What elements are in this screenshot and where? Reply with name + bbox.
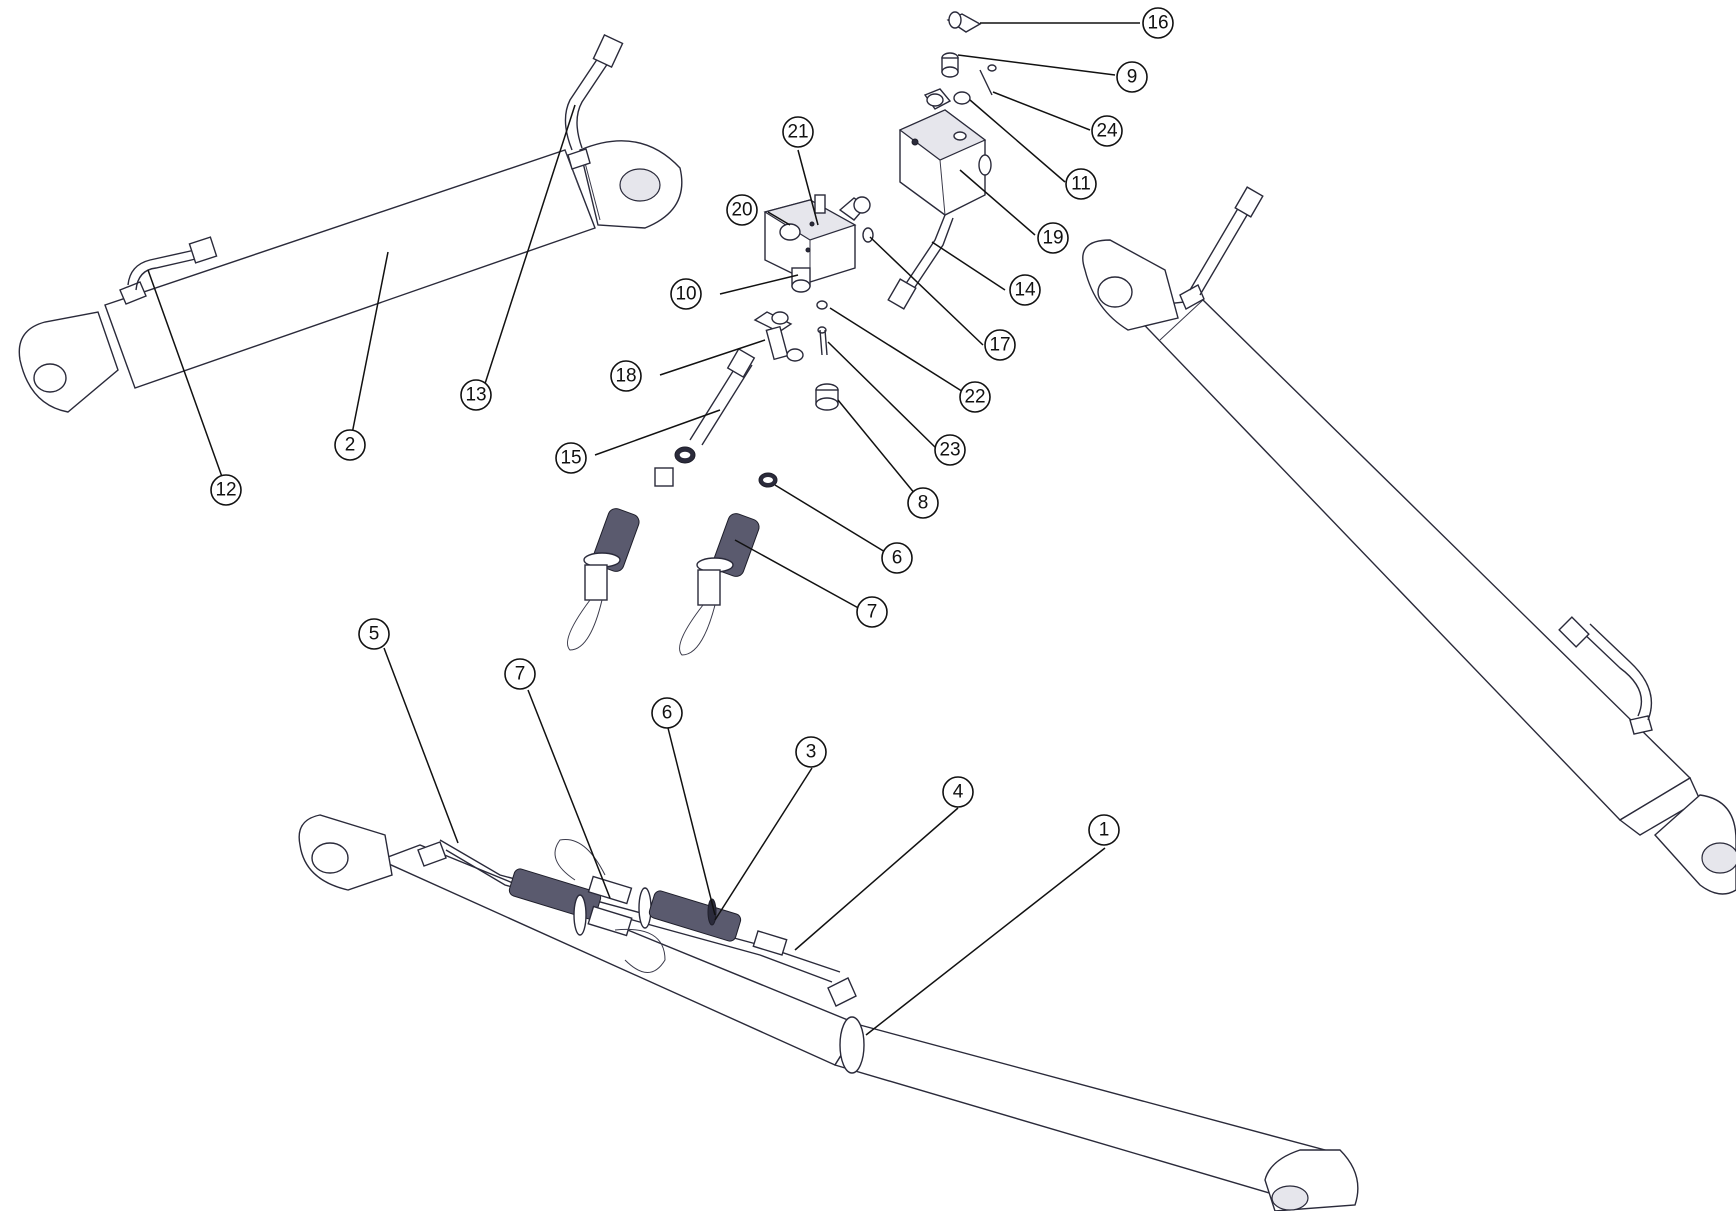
callout-16: 16: [1142, 7, 1174, 39]
svg-text:11: 11: [1071, 174, 1091, 195]
callout-3: 3: [795, 736, 827, 768]
svg-text:7: 7: [867, 602, 878, 623]
callout-12: 12: [210, 474, 242, 506]
callout-22: 22: [959, 381, 991, 413]
svg-text:4: 4: [953, 782, 964, 803]
callout-1: 1: [1088, 814, 1120, 846]
svg-text:6: 6: [662, 703, 673, 724]
svg-text:7: 7: [515, 664, 526, 685]
svg-text:23: 23: [939, 440, 960, 461]
svg-text:8: 8: [918, 493, 929, 514]
callout-17: 17: [984, 329, 1016, 361]
callout-7-lower: 7: [504, 658, 536, 690]
svg-text:16: 16: [1147, 13, 1168, 34]
quick-coupler-right: [554, 838, 742, 942]
callout-14: 14: [1009, 274, 1041, 306]
svg-text:21: 21: [787, 122, 808, 143]
callout-11: 11: [1065, 168, 1097, 200]
svg-text:2: 2: [345, 435, 356, 456]
callout-23: 23: [934, 434, 966, 466]
o-ring-6: [758, 472, 778, 488]
svg-text:13: 13: [465, 385, 486, 406]
callout-24: 24: [1091, 115, 1123, 147]
callout-10: 10: [670, 278, 702, 310]
svg-text:9: 9: [1127, 67, 1138, 88]
svg-text:1: 1: [1099, 820, 1110, 841]
svg-text:5: 5: [369, 624, 380, 645]
tee-fitting-18: [753, 311, 804, 362]
quick-coupler-7-right: [679, 513, 760, 656]
quick-coupler-7-left: [567, 508, 640, 651]
callout-9: 9: [1116, 61, 1148, 93]
callout-15: 15: [555, 442, 587, 474]
svg-text:14: 14: [1014, 280, 1036, 301]
valve-block-19: [898, 11, 997, 216]
svg-text:22: 22: [964, 387, 985, 408]
valve-block-21: [763, 194, 874, 293]
hose-15: [654, 348, 756, 487]
svg-text:12: 12: [215, 480, 236, 501]
callout-6-upper: 6: [881, 542, 913, 574]
svg-text:20: 20: [731, 200, 752, 221]
callout-21: 21: [782, 116, 814, 148]
callout-6-lower: 6: [651, 697, 683, 729]
callout-7-upper: 7: [856, 596, 888, 628]
svg-text:6: 6: [892, 548, 903, 569]
callout-13: 13: [460, 379, 492, 411]
leader-lines: [147, 22, 1140, 1036]
callout-2: 2: [334, 429, 366, 461]
svg-text:10: 10: [675, 284, 696, 305]
svg-text:18: 18: [615, 366, 636, 387]
svg-text:24: 24: [1096, 121, 1118, 142]
washer-22: [816, 300, 828, 310]
hose-14: [887, 214, 954, 310]
svg-text:19: 19: [1042, 228, 1063, 249]
callout-20: 20: [726, 194, 758, 226]
callout-18: 18: [610, 360, 642, 392]
svg-text:17: 17: [989, 335, 1010, 356]
quick-coupler-left: [508, 868, 666, 973]
bolt-23: [817, 326, 828, 356]
hydraulic-cylinder-upper-left: [18, 34, 683, 413]
hydraulic-cylinder-right: [1082, 186, 1736, 895]
callout-19: 19: [1037, 222, 1069, 254]
svg-text:15: 15: [560, 448, 581, 469]
fitting-8: [815, 383, 839, 411]
hydraulic-cylinder-bottom: [298, 814, 1359, 1211]
svg-text:3: 3: [806, 742, 817, 763]
callout-8: 8: [907, 487, 939, 519]
callout-4: 4: [942, 776, 974, 808]
callout-5: 5: [358, 618, 390, 650]
